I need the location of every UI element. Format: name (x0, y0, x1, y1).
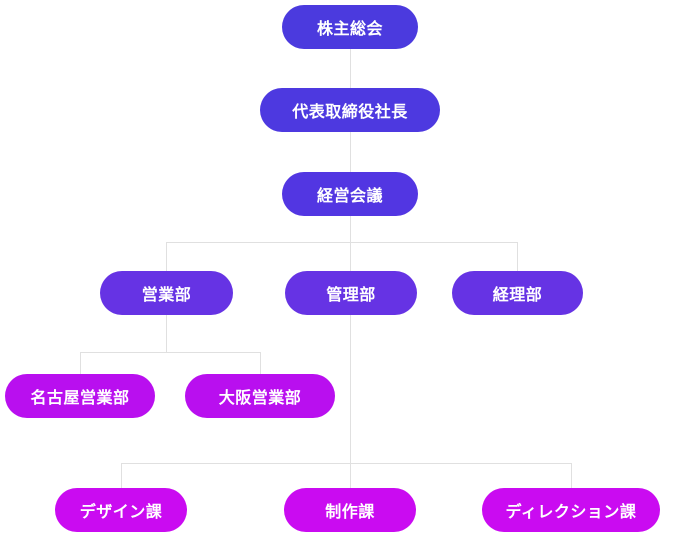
org-node-direction-section: ディレクション課 (482, 488, 660, 532)
connector-level4-branch-bar (166, 242, 517, 243)
org-node-president: 代表取締役社長 (260, 88, 440, 132)
connector-drop-osaka (260, 352, 261, 374)
connector-drop-nagoya (80, 352, 81, 374)
org-node-design-section: デザイン課 (55, 488, 187, 532)
connector-sales-branch (166, 315, 167, 352)
connector-level6-branch-bar (121, 463, 571, 464)
connector-shareholders-president (350, 48, 351, 88)
org-node-nagoya-sales-dept: 名古屋営業部 (5, 374, 155, 418)
connector-drop-accounting (517, 242, 518, 271)
org-node-shareholders-meeting: 株主総会 (282, 5, 418, 49)
org-node-sales-dept: 営業部 (100, 271, 233, 315)
org-node-production-section: 制作課 (284, 488, 416, 532)
org-node-osaka-sales-dept: 大阪営業部 (185, 374, 335, 418)
org-node-management-meeting: 経営会議 (282, 172, 418, 216)
org-node-admin-dept: 管理部 (285, 271, 417, 315)
connector-level5-branch-bar (80, 352, 260, 353)
connector-drop-design (121, 463, 122, 488)
org-node-accounting-dept: 経理部 (452, 271, 583, 315)
connector-drop-direction (571, 463, 572, 488)
connector-drop-sales (166, 242, 167, 271)
connector-mgmt-meeting-admin (350, 216, 351, 271)
connector-admin-production (350, 315, 351, 488)
connector-president-mgmt-meeting (350, 132, 351, 172)
